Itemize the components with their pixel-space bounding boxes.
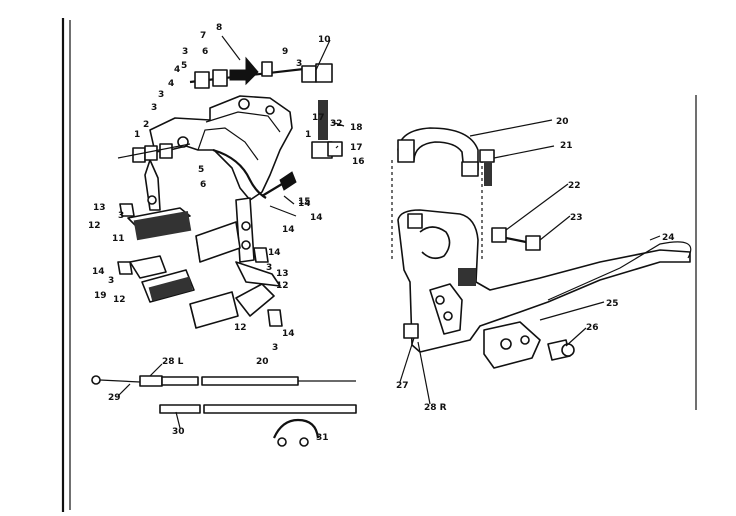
callout-label: 17 (312, 113, 325, 123)
callout-labels: 1 1 2 3 3 3 3 3 3 3 3 4 4 5 5 6 6 7 8 9 … (88, 23, 675, 443)
callout-label: 2 (143, 120, 149, 130)
callout-label: 20 (556, 117, 569, 127)
brake-shoe-3 (141, 269, 195, 303)
callout-label: 24 (662, 233, 675, 243)
callout-label: 1 (305, 130, 311, 140)
callout-label: 3 (296, 59, 302, 69)
callout-label: 13 (276, 269, 289, 279)
caliper-assembly (117, 56, 343, 329)
callout-label: 17 (350, 143, 363, 153)
callout-label: 14 (310, 213, 323, 223)
callout-label: 4 (174, 65, 180, 75)
page-border (61, 18, 697, 512)
callout-label: 5 (198, 165, 204, 175)
callout-label: 15 (298, 197, 311, 207)
callout-label: 3 (266, 263, 272, 273)
callout-label: 21 (560, 141, 573, 151)
callout-label: 12 (113, 295, 126, 305)
callout-label: 14 (298, 199, 311, 209)
callout-label: 7 (200, 31, 206, 41)
callout-label: 18 (350, 123, 363, 133)
mounting-bracket (391, 127, 692, 369)
callout-label: 20 (256, 357, 269, 367)
brake-shoe-1 (127, 207, 192, 241)
callout-label: 14 (282, 329, 295, 339)
callout-label: 11 (112, 234, 125, 244)
callout-label: 9 (282, 47, 288, 57)
callout-label: 30 (172, 427, 185, 437)
callout-label: 12 (276, 281, 289, 291)
callout-label: 31 (316, 433, 329, 443)
callout-label: 22 (568, 181, 581, 191)
callout-label: 3 (158, 90, 164, 100)
callout-label: 1 (134, 130, 140, 140)
callout-label: 10 (318, 35, 331, 45)
leader-lines (117, 35, 661, 429)
callout-label: 12 (88, 221, 101, 231)
callout-label: 3 (108, 276, 114, 286)
callout-label: 5 (181, 61, 187, 71)
callout-label: 16 (352, 157, 365, 167)
brake-cables (91, 375, 357, 447)
callout-label: 14 (282, 225, 295, 235)
callout-label: 3 (118, 211, 124, 221)
callout-label: 14 (268, 248, 281, 258)
callout-label: 12 (234, 323, 247, 333)
callout-label: 28 L (162, 357, 184, 367)
callout-label: 4 (168, 79, 174, 89)
callout-label: 25 (606, 299, 619, 309)
callout-label: 29 (108, 393, 121, 403)
brake-shoe-2 (195, 221, 241, 263)
brake-shoe-4 (189, 291, 239, 329)
callout-label: 27 (396, 381, 409, 391)
callout-label: 23 (570, 213, 583, 223)
callout-label: 19 (94, 291, 107, 301)
callout-label: 28 R (424, 403, 447, 413)
callout-label: 26 (586, 323, 599, 333)
callout-label: 3 (182, 47, 188, 57)
callout-label: 3 (151, 103, 157, 113)
callout-label: 14 (92, 267, 105, 277)
callout-label: 32 (330, 119, 343, 129)
callout-label: 6 (202, 47, 208, 57)
callout-label: 13 (93, 203, 106, 213)
callout-label: 6 (200, 180, 206, 190)
callout-label: 8 (216, 23, 222, 33)
callout-label: 3 (272, 343, 278, 353)
